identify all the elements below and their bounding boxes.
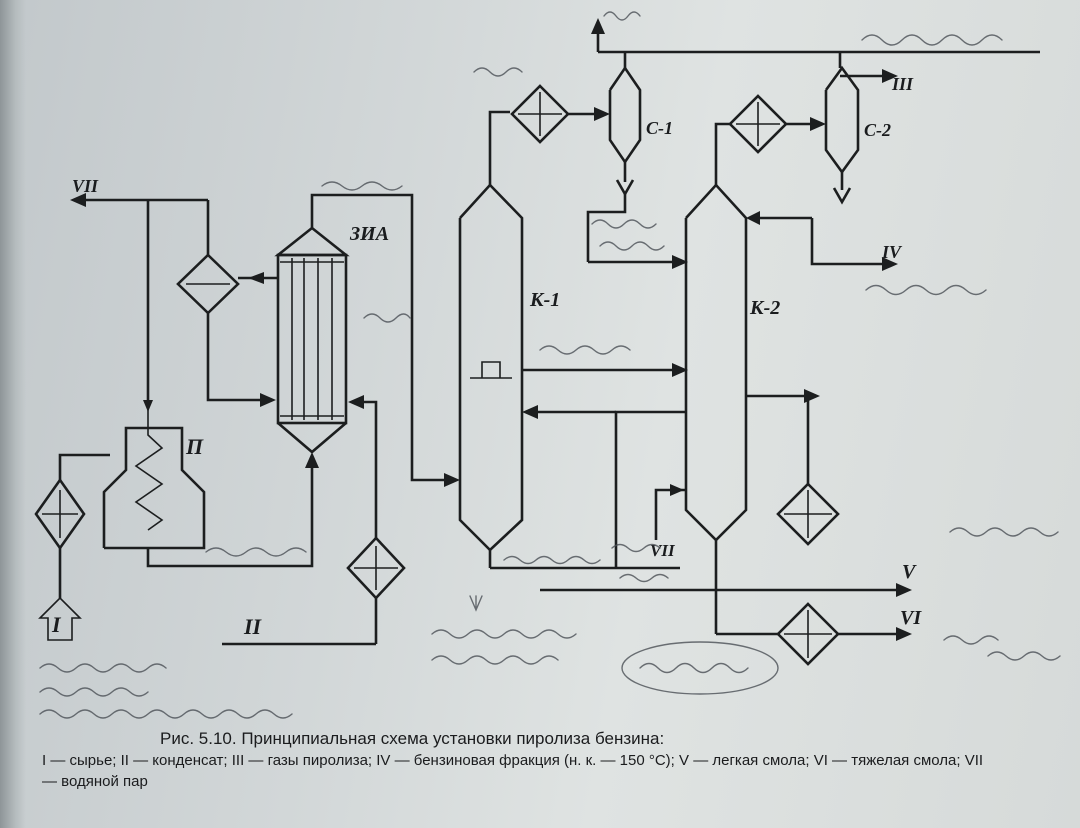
label-stream-VII-bottom: VII [650, 541, 676, 560]
column-k1 [458, 183, 524, 552]
feed-heat-exchanger [34, 477, 86, 551]
book-spine-shadow [0, 0, 26, 828]
light-tar-cooler [746, 389, 840, 546]
separator-c1 [586, 52, 688, 269]
label-stream-I: I [51, 612, 62, 637]
k2-overhead-condenser [728, 94, 826, 154]
arrow-left-icon [522, 405, 538, 419]
figure-caption: Рис. 5.10. Принципиальная схема установк… [42, 728, 992, 792]
k2-overhead-line [714, 122, 730, 185]
label-separator-c1: С-1 [646, 118, 673, 138]
label-separator-c2: С-2 [864, 120, 891, 140]
gasoline-fraction-line-IV [810, 218, 884, 266]
label-column-k1: К-1 [529, 289, 560, 311]
handwritten-annotations [39, 11, 1061, 719]
heavy-tar-line-VI [716, 602, 912, 666]
label-stream-III: III [891, 74, 914, 94]
circled-annotation [621, 641, 779, 695]
arrow-left-icon [348, 395, 364, 409]
label-stream-VI: VI [900, 607, 922, 629]
arrow-left-icon [70, 193, 86, 207]
cooler-heat-exchanger [176, 253, 278, 407]
feed-inlet-arrow-icon [38, 596, 82, 641]
steam-VII-inlet [654, 488, 686, 540]
label-column-k2: К-2 [749, 297, 780, 319]
arrow-right-icon [260, 393, 276, 407]
pyrolysis-furnace [102, 400, 206, 550]
separator-c2 [746, 65, 898, 271]
gas-header-III [591, 18, 1040, 83]
feed-stream-I [34, 453, 110, 641]
steam-line-VII-top [70, 193, 210, 400]
process-flow-scheme: I II III IV V VI VII VII П ЗИА К-1 К-2 С… [34, 11, 1061, 719]
label-zia: ЗИА [349, 223, 389, 245]
arrow-up-icon [305, 452, 319, 468]
k1-overhead-line [488, 110, 510, 185]
label-stream-IV: IV [881, 242, 903, 262]
label-stream-V: V [902, 561, 917, 583]
arrow-right-icon [444, 473, 460, 487]
zia-quench-exchanger [274, 226, 350, 454]
k1-overhead-condenser [510, 84, 610, 144]
label-furnace: П [185, 434, 204, 459]
condensate-stream-II [222, 395, 406, 646]
column-k2 [684, 183, 748, 542]
arrow-up-icon [591, 18, 605, 34]
label-stream-VII-top: VII [72, 176, 99, 196]
k1-internal-device [481, 361, 501, 378]
pyrolysis-gas-line [146, 468, 314, 568]
label-stream-II: II [243, 614, 263, 639]
zia-to-k1-line [310, 193, 448, 482]
figure-caption-legend: I — сырье; II — конденсат; III — газы пи… [42, 752, 984, 790]
figure-caption-title: Рис. 5.10. Принципиальная схема установк… [160, 729, 665, 748]
arrow-right-icon [882, 69, 898, 83]
furnace-coil [134, 405, 164, 531]
feed-to-furnace-line [58, 453, 110, 480]
